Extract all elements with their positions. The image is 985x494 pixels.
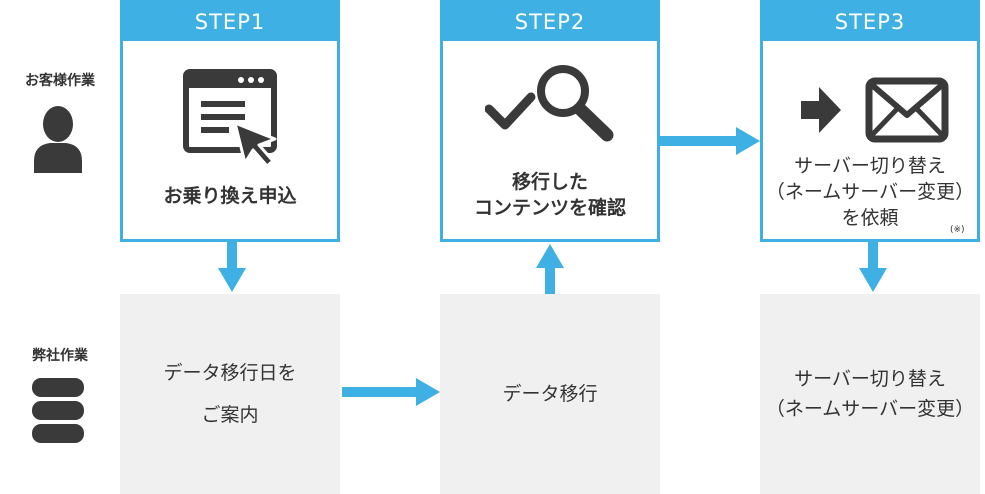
database-icon <box>30 376 86 444</box>
step2-text: 移行した コンテンツを確認 <box>443 169 657 221</box>
browser-form-icon <box>183 69 281 169</box>
step3-note: (※) <box>950 225 965 235</box>
step3-text-line: を依頼 <box>841 207 899 229</box>
step3-header: STEP3 <box>763 3 977 41</box>
step1-header: STEP1 <box>123 3 337 41</box>
step1-box: STEP1 お乗り換え申込 <box>120 0 340 242</box>
step2-text-line: 移行した <box>511 171 588 193</box>
step2-box: STEP2 移行した コンテンツを確認 <box>440 0 660 242</box>
company-task-2-line: データ移行 <box>502 383 598 405</box>
company-task-1-line: ご案内 <box>201 404 259 426</box>
person-icon <box>30 103 86 173</box>
step2-text-line: コンテンツを確認 <box>473 197 626 219</box>
arrow-step3-down <box>859 242 887 292</box>
arrow-mail-icon <box>799 75 949 145</box>
check-magnifier-icon <box>485 59 619 145</box>
company-role-label: 弊社作業 <box>32 348 88 364</box>
step3-text-line: （ネームサーバー変更） <box>765 181 975 203</box>
company-task-3-line: サーバー切り替え <box>794 368 946 390</box>
arrow-task1-right <box>342 378 440 406</box>
company-task-3-line: （ネームサーバー変更） <box>765 398 975 420</box>
step1-text-line: お乗り換え申込 <box>163 185 297 207</box>
step3-box: STEP3 サーバー切り替え （ネームサーバー変更） を依頼 (※) <box>760 0 980 242</box>
company-task-2: データ移行 <box>440 294 660 494</box>
arrow-step2-right <box>660 127 760 155</box>
customer-role-label: お客様作業 <box>25 73 95 89</box>
step1-text: お乗り換え申込 <box>123 183 337 209</box>
step2-header: STEP2 <box>443 3 657 41</box>
company-task-3: サーバー切り替え （ネームサーバー変更） <box>760 294 980 494</box>
arrow-step1-down <box>218 242 246 292</box>
arrow-task2-up <box>536 244 564 294</box>
company-task-1: データ移行日を ご案内 <box>120 294 340 494</box>
step3-text-line: サーバー切り替え <box>794 155 946 177</box>
step3-text: サーバー切り替え （ネームサーバー変更） を依頼 <box>763 153 977 231</box>
company-task-1-line: データ移行日を <box>163 362 297 384</box>
